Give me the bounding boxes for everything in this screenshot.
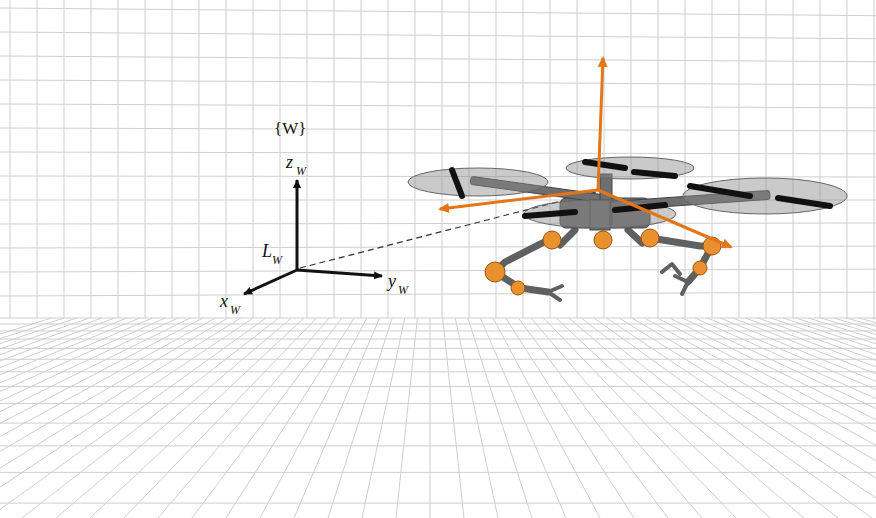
origin-subscript: W xyxy=(272,254,282,266)
axis-label: z xyxy=(286,153,293,171)
origin-label: L xyxy=(262,242,272,260)
axis-subscript: W xyxy=(398,284,408,296)
axis-label: x xyxy=(220,292,228,310)
axis-subscript: W xyxy=(230,304,240,316)
axis-subscript: W xyxy=(296,165,306,177)
frame-name: {W} xyxy=(274,120,306,137)
axis-label: y xyxy=(388,272,396,290)
aerial-manipulator xyxy=(408,58,847,300)
